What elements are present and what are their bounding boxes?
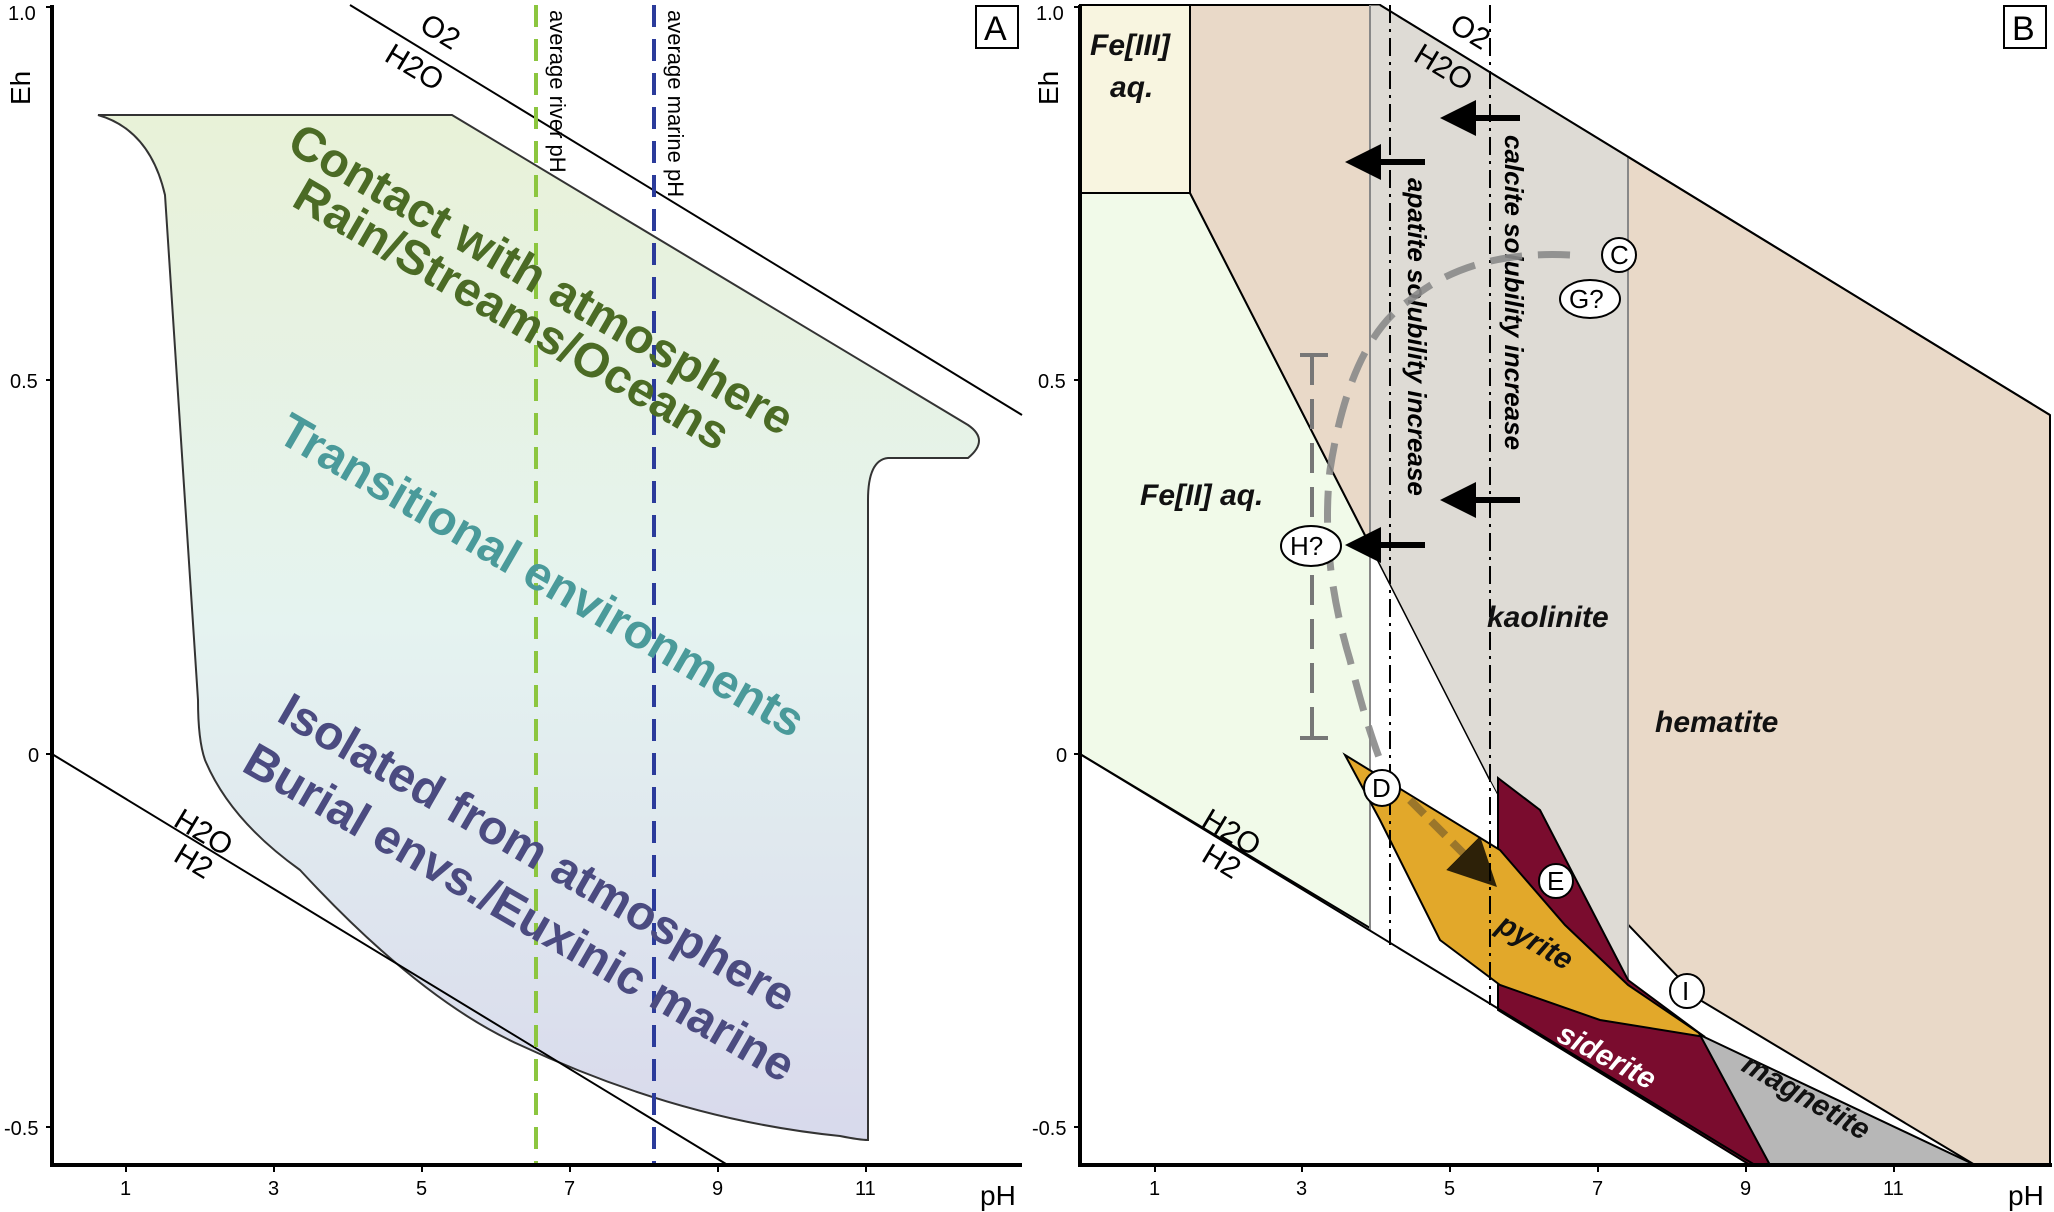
xtick-a-5: 5 xyxy=(416,1178,427,1200)
svg-text:H?: H? xyxy=(1290,531,1323,561)
xtick-b-7: 7 xyxy=(1592,1178,1603,1200)
panel-a: average river pH average marine pH O2 H2… xyxy=(4,3,1023,1211)
xtick-a-7: 7 xyxy=(564,1178,575,1200)
ytick-b-4: -0.5 xyxy=(1032,1118,1066,1140)
xtick-a-3: 3 xyxy=(268,1178,279,1200)
o2-h2o-line xyxy=(349,4,1023,416)
apatite-label: apatite solubility increase xyxy=(1402,178,1432,496)
xtick-a-1: 1 xyxy=(120,1178,131,1200)
ytick-a-4: -0.5 xyxy=(4,1118,38,1140)
panel-a-label: A xyxy=(984,10,1007,48)
river-ph-label: average river pH xyxy=(545,10,570,173)
svg-text:E: E xyxy=(1547,866,1564,896)
ytick-b-1: 1.0 xyxy=(1036,3,1064,25)
svg-text:D: D xyxy=(1372,773,1391,803)
panel-b-label-box xyxy=(2003,5,2047,49)
fe2-label: Fe[II] aq. xyxy=(1140,479,1263,512)
point-i-marker: I xyxy=(1669,973,1705,1009)
o2-h2o-line-b xyxy=(1379,4,2051,416)
pathway-arrow xyxy=(1407,797,1497,887)
panel-b: apatite solubility increase calcite solu… xyxy=(1032,3,2052,1211)
svg-text:C: C xyxy=(1610,240,1629,270)
y-axis-label-a: Eh xyxy=(5,71,36,105)
ytick-a-2: 0.5 xyxy=(10,371,38,393)
marine-ph-label: average marine pH xyxy=(663,10,688,197)
x-axis-label-a: pH xyxy=(980,1180,1016,1211)
point-g-marker: G? xyxy=(1559,279,1621,319)
panel-b-label: B xyxy=(2012,10,2035,48)
h2o-h2-line-b xyxy=(1079,753,1756,1166)
kaolinite-label: kaolinite xyxy=(1487,601,1609,634)
svg-text:G?: G? xyxy=(1569,284,1604,314)
xtick-a-11: 11 xyxy=(855,1178,876,1200)
environment-envelope xyxy=(97,114,980,1142)
point-c-marker: C xyxy=(1601,237,1637,273)
hematite-label: hematite xyxy=(1655,706,1778,739)
x-axis-label-b: pH xyxy=(2008,1180,2044,1211)
point-d-marker: D xyxy=(1363,769,1401,807)
xtick-b-5: 5 xyxy=(1444,1178,1455,1200)
h2o-h2-line xyxy=(51,753,727,1165)
xtick-b-1: 1 xyxy=(1149,1178,1160,1200)
fe3-label-line1: Fe[III] xyxy=(1090,29,1171,62)
ytick-b-3: 0 xyxy=(1056,745,1067,767)
pathway-dashed-curve xyxy=(1324,251,1571,762)
calcite-label: calcite solubility increase xyxy=(1499,135,1529,450)
ytick-a-3: 0 xyxy=(28,745,39,767)
panel-a-label-box xyxy=(975,5,1019,49)
xtick-b-11: 11 xyxy=(1883,1178,1904,1200)
xtick-b-9: 9 xyxy=(1740,1178,1751,1200)
ytick-a-1: 1.0 xyxy=(8,3,36,25)
fe3-label-line2: aq. xyxy=(1110,71,1153,104)
point-e-marker: E xyxy=(1538,863,1574,899)
svg-text:I: I xyxy=(1682,976,1689,1006)
xtick-a-9: 9 xyxy=(712,1178,723,1200)
xtick-b-3: 3 xyxy=(1296,1178,1307,1200)
point-h-marker: H? xyxy=(1280,525,1342,567)
y-axis-label-b: Eh xyxy=(1033,71,1064,105)
ytick-b-2: 0.5 xyxy=(1038,371,1066,393)
